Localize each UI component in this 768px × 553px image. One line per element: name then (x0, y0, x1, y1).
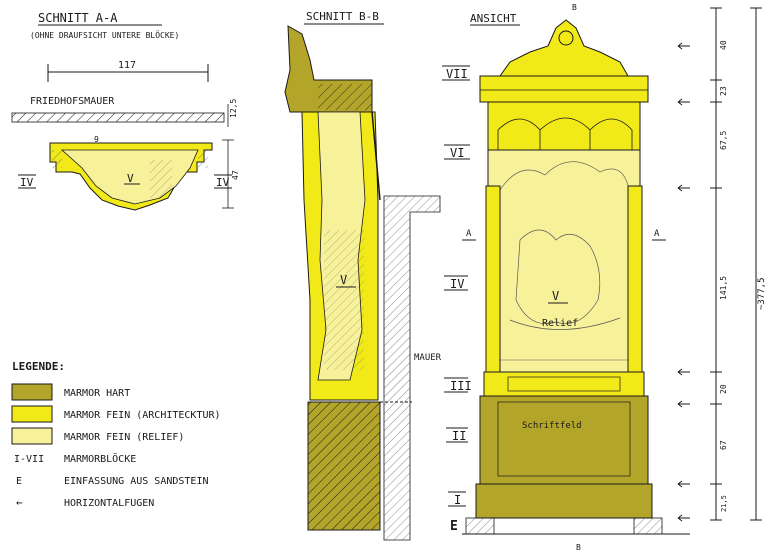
legend-symbol: ← (16, 496, 23, 509)
width-dimension: 117 (47, 60, 209, 82)
legend-symbol: I-VII (14, 454, 44, 465)
cemetery-wall (11, 112, 225, 123)
wall-label: MAUER (414, 353, 442, 363)
legend-item-marble-fine-relief: MARMOR FEIN (RELIEF) (11, 427, 184, 445)
block-left-label: IV (20, 176, 34, 189)
relief-label: Relief (542, 318, 578, 329)
dim-label: 67,5 (719, 131, 728, 150)
base-block (479, 395, 649, 485)
dim-label: 141,5 (719, 276, 728, 300)
legend-title: LEGENDE: (12, 360, 65, 373)
enclosure-right (633, 517, 663, 535)
legend: LEGENDE: MARMOR HART MARMOR FEIN (ARCHIT… (11, 360, 221, 509)
section-bb-block-label: V (340, 273, 347, 287)
left-pilaster (485, 185, 501, 377)
elevation: ANSICHT V Relief Schriftfeld (442, 3, 767, 552)
elevation-title: ANSICHT (470, 12, 517, 25)
legend-item-joints: ← HORIZONTALFUGEN (16, 496, 154, 509)
base-label-e: E (450, 519, 458, 534)
section-bb-wall (383, 195, 441, 541)
swatch-marble-fine-relief (11, 427, 53, 445)
block-label-iv: IV (450, 277, 464, 291)
joint-arrows (677, 42, 690, 522)
cut-marker-right: A (654, 229, 660, 239)
top-cornice (479, 75, 649, 103)
dim-label: 23 (719, 86, 728, 96)
dim-label: 40 (719, 40, 728, 50)
block-label-vii: VII (446, 67, 468, 81)
dim-small-label: 9 (94, 135, 99, 144)
legend-item-marble-hard: MARMOR HART (11, 383, 130, 401)
cut-marker-left: A (466, 229, 472, 239)
block-label-iii: III (450, 379, 472, 393)
total-dim-label: ~377,5 (757, 277, 767, 310)
legend-symbol: E (16, 476, 22, 487)
block-label-ii: II (452, 429, 466, 443)
relief-block-label: V (552, 289, 559, 303)
legend-item-marble-fine-arch: MARMOR FEIN (ARCHITECKTUR) (11, 405, 221, 423)
dim-label: 20 (719, 384, 728, 394)
swatch-marble-hard (11, 383, 53, 401)
legend-label: EINFASSUNG AUS SANDSTEIN (64, 476, 209, 487)
width-dim-label: 117 (118, 60, 136, 71)
section-aa-subtitle: (OHNE DRAUFSICHT UNTERE BLÖCKE) (30, 30, 179, 40)
cemetery-wall-label: FRIEDHOFSMAUER (30, 96, 115, 107)
dim-height-label: 47 (231, 170, 240, 180)
dim-top-label: 12,5 (229, 99, 238, 118)
section-bb: SCHNITT B-B V MAUER (284, 10, 442, 541)
legend-label: MARMOR HART (64, 388, 130, 399)
dim-label: 21,5 (720, 495, 728, 512)
plinth (475, 483, 653, 519)
crest (499, 19, 629, 77)
section-aa: SCHNITT A-A (OHNE DRAUFSICHT UNTERE BLÖC… (11, 11, 240, 211)
section-bb-title: SCHNITT B-B (306, 10, 379, 23)
block-center-label: V (127, 172, 134, 185)
legend-label: HORIZONTALFUGEN (64, 498, 154, 509)
enclosure-left (465, 517, 495, 535)
legend-label: MARMOR FEIN (ARCHITECKTUR) (64, 410, 221, 421)
dim-label: 67 (719, 440, 728, 450)
frieze-band (483, 371, 645, 397)
cut-marker-top: B (572, 3, 577, 12)
legend-label: MARMOR FEIN (RELIEF) (64, 432, 184, 443)
legend-label: MARMORBLÖCKE (64, 452, 136, 465)
block-right-label: IV (216, 176, 230, 189)
swatch-marble-fine-arch (11, 405, 53, 423)
legend-item-marble-blocks: I-VII MARMORBLÖCKE (14, 452, 136, 465)
legend-item-sandstone: E EINFASSUNG AUS SANDSTEIN (16, 476, 209, 487)
cut-marker-bottom: B (576, 543, 581, 552)
block-labels: VII VI IV III II I E (442, 65, 472, 534)
section-aa-title: SCHNITT A-A (38, 11, 118, 25)
inscription-label: Schriftfeld (522, 421, 582, 431)
dimension-chain: 40 23 67,5 141,5 20 67 21,5 ~377,5 (710, 7, 767, 521)
right-pilaster (627, 185, 643, 377)
block-label-vi: VI (450, 146, 464, 160)
block-label-i: I (454, 493, 461, 507)
